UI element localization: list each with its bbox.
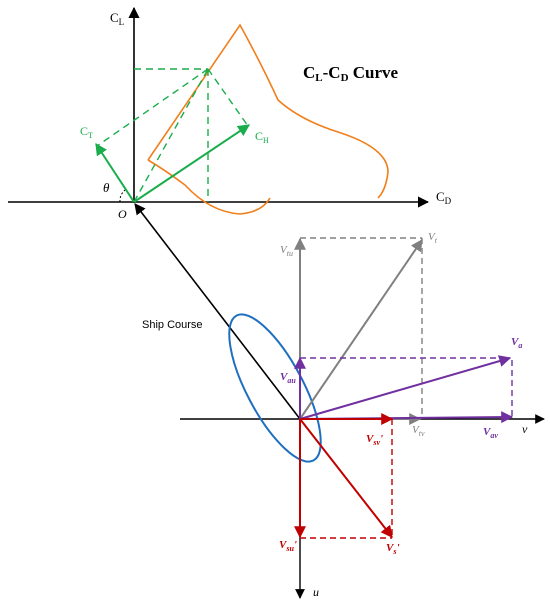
- ch-dashed-parallel: [207, 68, 249, 127]
- curve-title: CL-CD Curve: [303, 63, 399, 84]
- vsv-label: Vsv': [366, 433, 383, 447]
- cd-axis-label: CD: [436, 189, 452, 206]
- ct-dashed-parallel: [96, 68, 209, 147]
- ship-course-label: Ship Course: [142, 319, 203, 331]
- u-axis-label: u: [313, 585, 319, 599]
- ct-vector: [95, 142, 135, 203]
- cl-axis-label: CL: [110, 10, 124, 27]
- vau-label: Vau: [280, 371, 296, 385]
- vs-vector: [299, 418, 393, 538]
- ship-course-line: [134, 203, 301, 420]
- vt-vector: [299, 239, 423, 420]
- ch-vector: [133, 124, 250, 203]
- vs-label: Vs': [386, 542, 400, 556]
- cl-cd-polar-curve: [147, 23, 389, 215]
- va-vector: [299, 355, 512, 420]
- vsu-label: Vsu': [279, 539, 297, 553]
- origin-label: O: [118, 207, 127, 221]
- vav-label: Vav: [483, 426, 498, 440]
- theta-label: θ: [103, 180, 110, 195]
- vtv-label: Vtv: [412, 424, 425, 438]
- ct-label: CT: [80, 124, 93, 140]
- theta-arc: [119, 189, 126, 203]
- v-axis-label: v: [522, 422, 528, 436]
- vtu-label: Vtu: [280, 244, 293, 258]
- ch-label: CH: [255, 129, 269, 145]
- vt-label: Vt: [428, 231, 438, 245]
- resultant-dashed: [133, 68, 209, 203]
- va-label: Va: [511, 336, 522, 350]
